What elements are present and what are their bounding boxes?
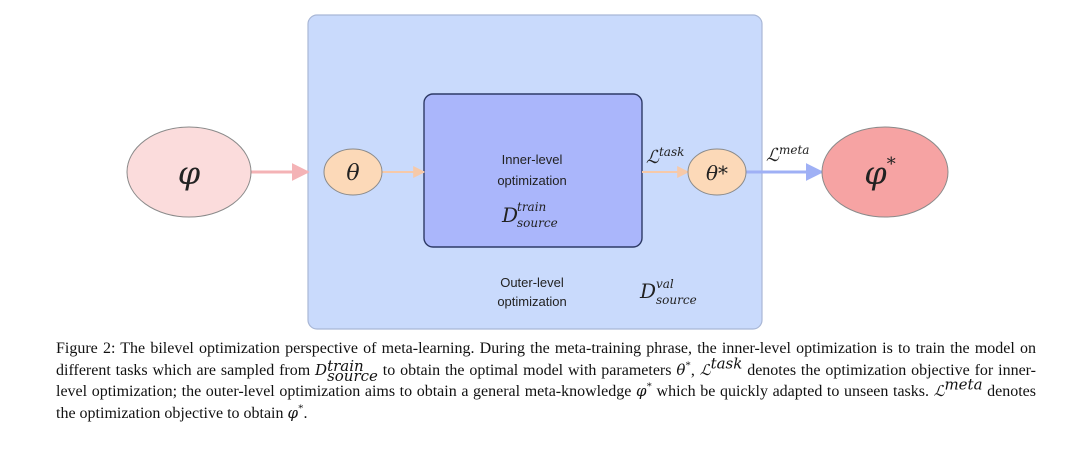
inner-dataset-base: D (501, 203, 518, 227)
phi-symbol: φ (178, 154, 201, 192)
theta-star-symbol: θ* (706, 161, 728, 185)
caption-text-4: denotes the optimization objective for i… (56, 361, 1037, 401)
caption-text-6: denotes the optimization objective to ob… (56, 383, 1036, 422)
theta-star-node (687, 148, 747, 196)
caption-task-sup: task (710, 354, 743, 373)
caption-phi-2-sup: * (298, 402, 304, 415)
inner-dataset-sup: train (517, 200, 546, 214)
outer-dataset-sup: val (656, 277, 674, 291)
caption-d-sub: source (327, 366, 378, 385)
phi-star-node (821, 126, 949, 218)
bilevel-diagram: φ θ θ* φ* Inner-level optimization D tra… (126, 14, 949, 330)
caption-text-7: . (303, 404, 308, 422)
caption-d-sup: train (327, 356, 364, 375)
caption-d-base: D (315, 360, 328, 379)
outer-level-label-2: optimization (497, 294, 566, 309)
outer-dataset-sub: source (656, 293, 697, 307)
inner-level-label-1: Inner-level (502, 152, 563, 167)
outer-level-label-1: Outer-level (500, 275, 564, 290)
caption-theta-sup: * (685, 359, 691, 372)
caption-task-loss: ℒ (699, 360, 711, 379)
theta-node (323, 148, 383, 196)
caption-text-2: to obtain the optimal model with paramet… (377, 361, 677, 379)
caption-phi: φ (635, 382, 647, 400)
caption-text-5: which be quickly adapted to unseen tasks… (651, 383, 934, 400)
phi-star-symbol: φ* (864, 154, 895, 192)
caption-text-3: , (690, 361, 700, 379)
caption-text-1: Figure 2: The bilevel optimization persp… (56, 340, 1036, 379)
caption-theta: θ (676, 360, 686, 379)
outer-dataset-base: D (639, 279, 656, 303)
figure-caption: Figure 2: The bilevel optimization persp… (56, 338, 1036, 424)
phi-node (126, 126, 252, 218)
theta-symbol: θ (346, 161, 359, 186)
task-loss-label: ℒtask (646, 145, 684, 168)
caption-phi-sup: * (646, 380, 652, 393)
inner-level-label-2: optimization (497, 173, 566, 188)
inner-dataset-sub: source (517, 216, 558, 230)
caption-phi-2: φ (287, 403, 299, 422)
meta-loss-label: ℒmeta (766, 143, 809, 166)
caption-meta-sup: meta (944, 375, 983, 394)
caption-meta-loss: ℒ (933, 382, 945, 400)
